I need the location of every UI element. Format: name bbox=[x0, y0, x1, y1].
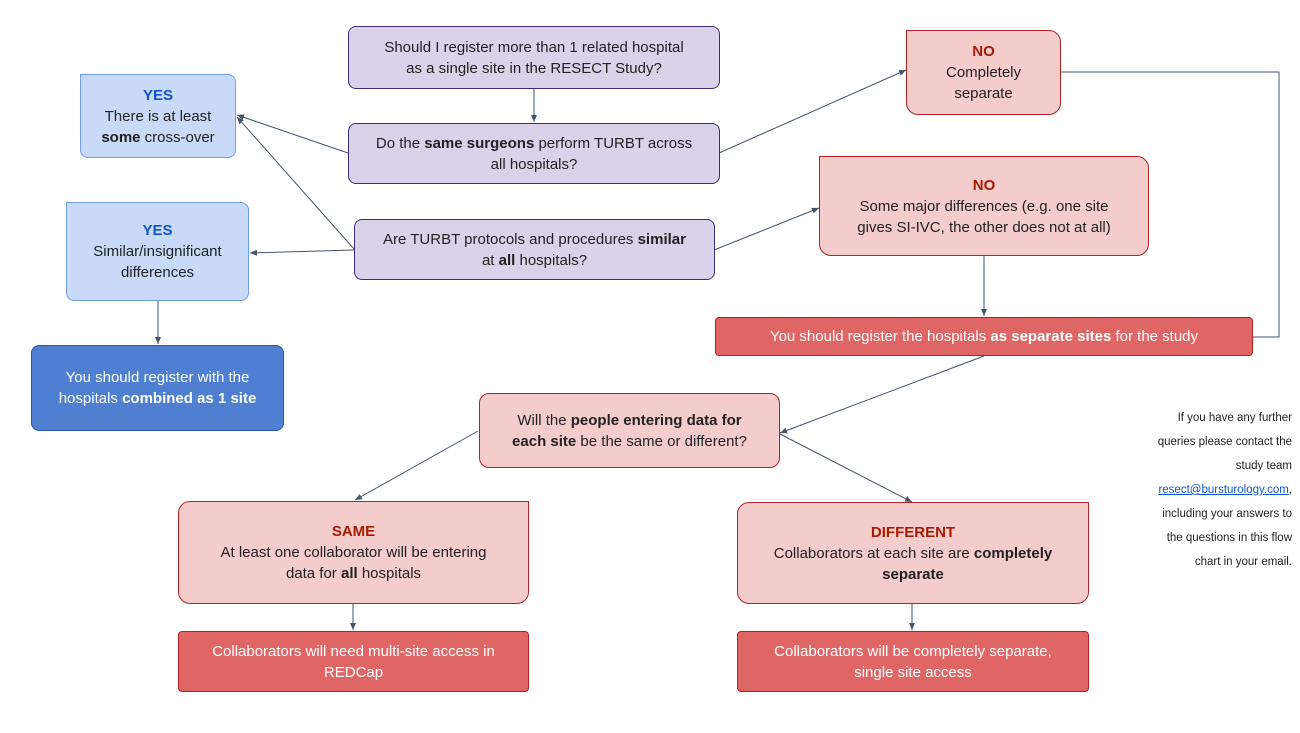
answer-no-major-differences: NO Some major differences (e.g. one site… bbox=[819, 156, 1149, 256]
yes2-header: YES bbox=[142, 222, 173, 239]
no1-line1: Completely bbox=[945, 64, 1022, 81]
different-bold1: completely bbox=[973, 544, 1053, 562]
q4-pre: Will the bbox=[517, 411, 571, 429]
yes1-header: YES bbox=[142, 86, 173, 104]
single-line1: Collaborators will be completely separat… bbox=[774, 642, 1052, 660]
no2-line1: Some major differences (e.g. one site bbox=[859, 197, 1109, 215]
q3-pre: Are TURBT protocols and procedures bbox=[383, 230, 638, 248]
contact-note: If you have any further queries please c… bbox=[1120, 406, 1292, 574]
outcome-combined-site: You should register with the hospitals c… bbox=[31, 345, 284, 431]
question-data-entry-people: Will the people entering data for each s… bbox=[479, 393, 780, 468]
yes1-bold: some bbox=[101, 128, 141, 146]
note-line2: queries please contact the bbox=[1157, 436, 1292, 448]
outcome-single-site-access: Collaborators will be completely separat… bbox=[737, 631, 1089, 692]
no2-header: NO bbox=[972, 176, 996, 194]
arrow-q2-to-yes1 bbox=[236, 114, 349, 154]
note-line1: If you have any further bbox=[1177, 412, 1292, 424]
yes2-line2: differences bbox=[120, 264, 195, 281]
answer-yes-similar: YES Similar/insignificant differences bbox=[66, 202, 249, 301]
note-line6: the questions in this flow bbox=[1166, 532, 1292, 544]
no1-line2: separate bbox=[954, 85, 1013, 102]
question-register-single-site: Should I register more than 1 related ho… bbox=[348, 26, 720, 89]
q2-post: perform TURBT across bbox=[534, 134, 693, 152]
same-bold: all bbox=[340, 565, 358, 582]
q3-line2-pre: at bbox=[481, 251, 499, 269]
q1-line2: as a single site in the RESECT Study? bbox=[406, 59, 662, 77]
q1-line1: Should I register more than 1 related ho… bbox=[384, 38, 684, 56]
arrow-q3-to-no2 bbox=[713, 207, 820, 251]
arrow-separate-to-q4 bbox=[779, 355, 985, 434]
q4-post: be the same or different? bbox=[576, 432, 747, 450]
yes2-line1: Similar/insignificant bbox=[93, 243, 222, 260]
question-same-surgeons: Do the same surgeons perform TURBT acros… bbox=[348, 123, 720, 184]
same-header: SAME bbox=[331, 523, 376, 540]
same-post: hospitals bbox=[357, 565, 422, 582]
different-bold2: separate bbox=[882, 565, 944, 583]
arrow-q2-to-no1 bbox=[718, 69, 907, 154]
question-similar-protocols: Are TURBT protocols and procedures simil… bbox=[354, 219, 715, 280]
q2-bold: same surgeons bbox=[424, 134, 535, 152]
arrow-q4-to-different bbox=[779, 433, 913, 503]
q4-bold1: people entering data for bbox=[570, 411, 742, 429]
note-line3: study team bbox=[1235, 460, 1292, 472]
same-line1: At least one collaborator will be enteri… bbox=[220, 544, 487, 561]
note-email-suffix: , bbox=[1288, 484, 1292, 496]
combined-pre: hospitals bbox=[58, 390, 123, 407]
contact-email-link[interactable]: resect@bursturology.com bbox=[1158, 484, 1289, 496]
separate-pre: You should register the hospitals bbox=[769, 328, 991, 345]
arrow-q4-to-same bbox=[354, 430, 479, 501]
answer-yes-crossover: YES There is at least some cross-over bbox=[80, 74, 236, 158]
q3-line2-post: hospitals? bbox=[515, 251, 588, 269]
single-line2: single site access bbox=[854, 663, 972, 681]
multi-line2: REDCap bbox=[323, 663, 384, 681]
outcome-multi-site-access: Collaborators will need multi-site acces… bbox=[178, 631, 529, 692]
combined-line1: You should register with the bbox=[65, 369, 250, 386]
no2-line2: gives SI-IVC, the other does not at all) bbox=[857, 218, 1111, 236]
same-pre: data for bbox=[285, 565, 341, 582]
multi-line1: Collaborators will need multi-site acces… bbox=[212, 642, 495, 660]
yes1-post: cross-over bbox=[140, 128, 215, 146]
different-header: DIFFERENT bbox=[870, 523, 956, 541]
arrow-q3-to-yes1 bbox=[236, 116, 355, 250]
note-line5: including your answers to bbox=[1162, 508, 1292, 520]
q4-bold2: each site bbox=[512, 432, 577, 450]
yes1-line1: There is at least bbox=[104, 107, 212, 125]
note-line7: chart in your email. bbox=[1194, 556, 1292, 568]
q3-line2-bold: all bbox=[498, 251, 516, 269]
q2-pre: Do the bbox=[375, 134, 425, 152]
outcome-separate-sites: You should register the hospitals as sep… bbox=[715, 317, 1253, 356]
separate-post: for the study bbox=[1111, 328, 1199, 345]
separate-bold: as separate sites bbox=[990, 328, 1112, 345]
answer-different: DIFFERENT Collaborators at each site are… bbox=[737, 502, 1089, 604]
answer-no-completely-separate: NO Completely separate bbox=[906, 30, 1061, 115]
no1-header: NO bbox=[972, 43, 995, 60]
arrow-q3-to-yes2 bbox=[249, 249, 355, 256]
q3-bold: similar bbox=[637, 230, 686, 248]
answer-same: SAME At least one collaborator will be e… bbox=[178, 501, 529, 604]
different-pre: Collaborators at each site are bbox=[773, 544, 974, 562]
combined-bold: combined as 1 site bbox=[122, 390, 257, 407]
q2-line2: all hospitals? bbox=[490, 155, 578, 173]
